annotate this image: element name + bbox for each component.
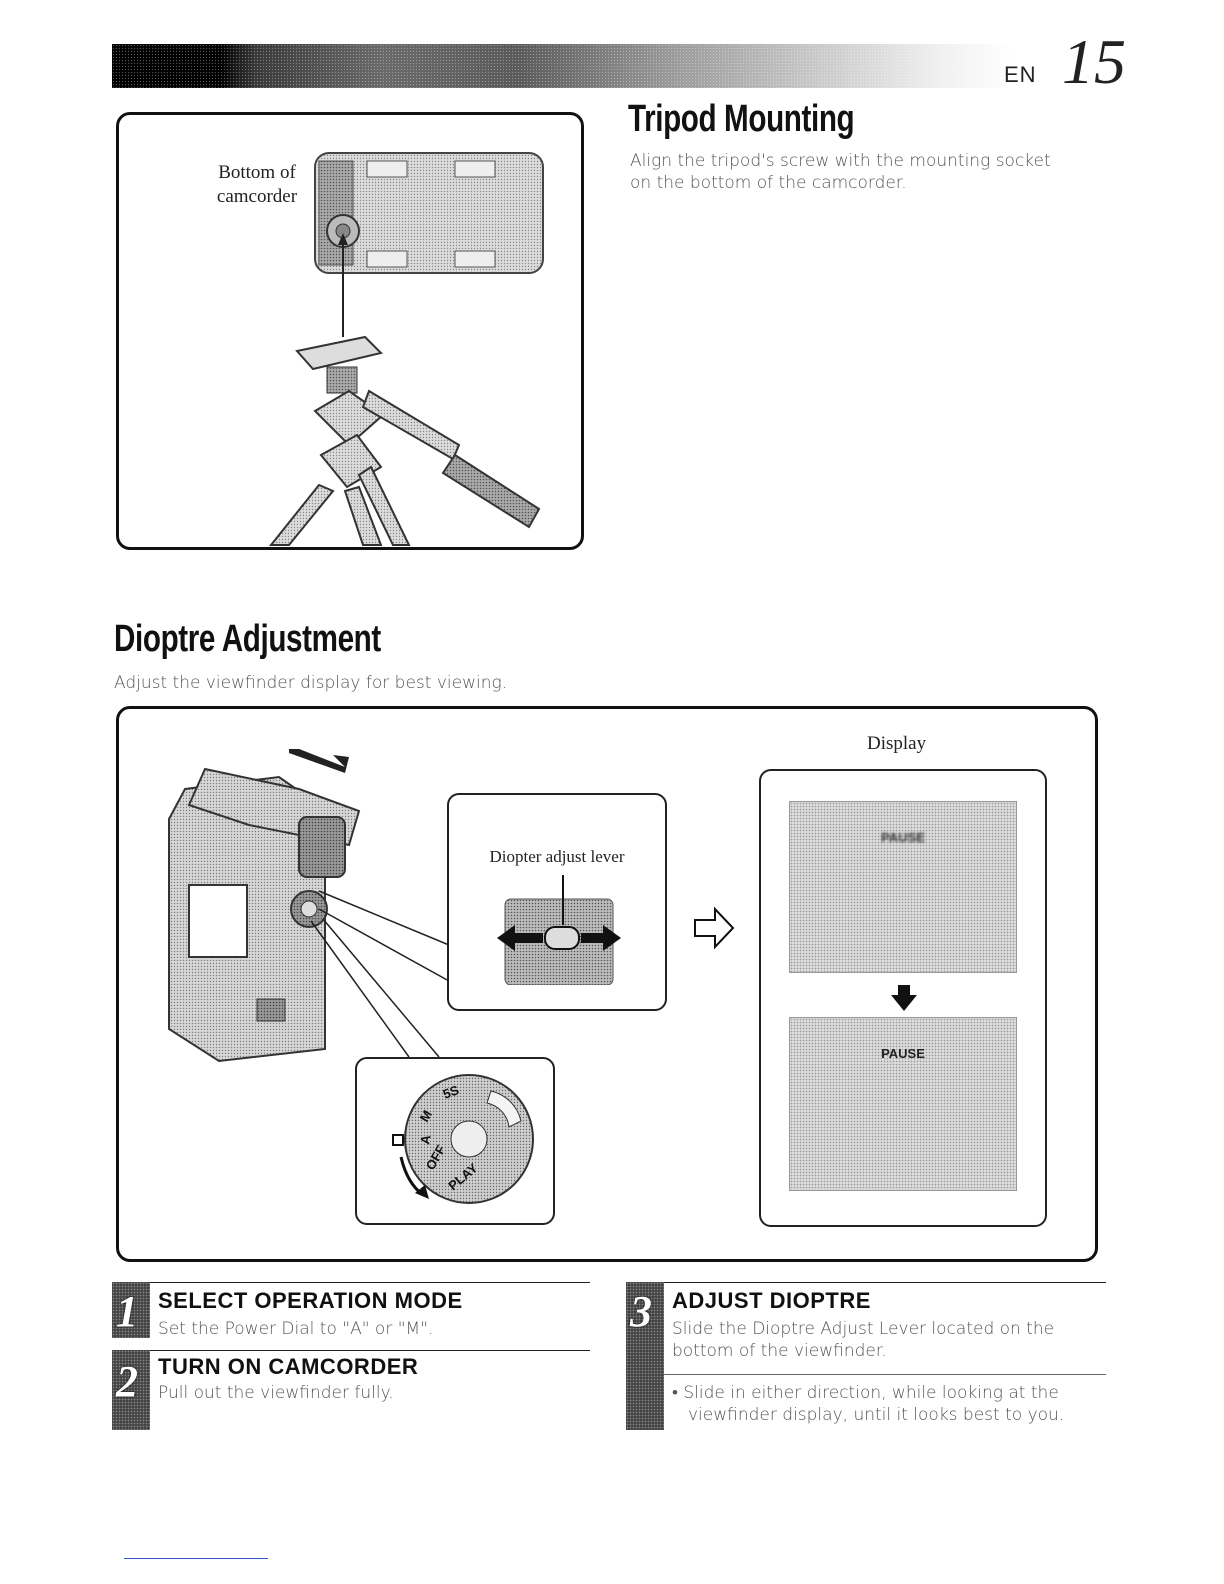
- lever-callout-box: Diopter adjust lever: [447, 793, 667, 1011]
- dioptre-title: Dioptre Adjustment: [114, 618, 381, 660]
- tripod-title: Tripod Mounting: [628, 98, 855, 140]
- display-screen-sharp: PAUSE: [789, 1017, 1017, 1191]
- step-3-title: ADJUST DIOPTRE: [672, 1288, 871, 1313]
- dial-label-5s: 5S: [441, 1082, 461, 1102]
- dial-label-a: A: [417, 1133, 434, 1145]
- figure-label-line-2: camcorder: [216, 186, 298, 207]
- step-2-text: Pull out the viewfinder fully.: [158, 1383, 394, 1403]
- display-screen-blurry: PAUSE: [789, 801, 1017, 973]
- step-3-note: • Slide in either direction, while looki…: [672, 1382, 1112, 1426]
- step-3-text: Slide the Dioptre Adjust Lever located o…: [672, 1318, 1112, 1362]
- step-1-rule: [150, 1282, 590, 1283]
- step-3-rule: [664, 1282, 1106, 1283]
- footer-line: [124, 1558, 268, 1559]
- display-box: PAUSE PAUSE: [759, 769, 1047, 1227]
- dial-callout-box: M A OFF PLAY 5S: [355, 1057, 555, 1225]
- tripod-body-line-2: on the bottom of the camcorder.: [630, 173, 907, 193]
- tripod-body: Align the tripod's screw with the mounti…: [630, 150, 1110, 194]
- figure-label: Bottom of camcorder: [203, 161, 311, 209]
- power-dial-illustration: M A OFF PLAY 5S: [392, 1074, 534, 1204]
- step-3-text-line-2: bottom of the viewfinder.: [672, 1341, 887, 1361]
- figure-label-line-1: Bottom of: [218, 162, 296, 183]
- step-1-badge: [112, 1282, 150, 1338]
- step-3-badge: [626, 1282, 664, 1430]
- lever-label: Diopter adjust lever: [489, 847, 625, 866]
- header-bar: [112, 44, 1012, 88]
- callout-lines: [310, 890, 450, 1058]
- pause-text-sharp: PAUSE: [881, 1046, 925, 1061]
- page-number: 15: [1062, 26, 1126, 97]
- step-1-text: Set the Power Dial to "A" or "M".: [158, 1319, 434, 1339]
- step-2-number: 2: [116, 1357, 138, 1406]
- tripod-figure-panel: Bottom of camcorder: [116, 112, 584, 550]
- step-3-note-rule: [664, 1374, 1106, 1375]
- tripod-illustration: [268, 152, 544, 546]
- step-2-badge: [112, 1350, 150, 1430]
- tripod-body-line-1: Align the tripod's screw with the mounti…: [630, 151, 1051, 171]
- step-3-note-line-1: • Slide in either direction, while looki…: [672, 1382, 1112, 1404]
- step-1-title: SELECT OPERATION MODE: [158, 1288, 463, 1313]
- step-2-rule: [150, 1350, 590, 1351]
- dioptre-figure-panel: Diopter adjust lever M A OFF PLAY 5S: [116, 706, 1098, 1262]
- step-2-title: TURN ON CAMCORDER: [158, 1354, 419, 1379]
- bullet-icon: •: [672, 1383, 684, 1403]
- pause-text-blurry: PAUSE: [881, 830, 925, 845]
- dioptre-body: Adjust the viewfinder display for best v…: [114, 673, 508, 693]
- arrow-down-icon: [891, 985, 917, 1011]
- header-bar-texture: [112, 44, 1012, 88]
- camcorder-illustration: [168, 749, 361, 1063]
- step-3-number: 3: [630, 1287, 652, 1336]
- step-3-text-line-1: Slide the Dioptre Adjust Lever located o…: [672, 1319, 1055, 1339]
- arrow-right-icon: [694, 906, 735, 950]
- step-1-number: 1: [116, 1287, 138, 1336]
- step-3-note-text-1: Slide in either direction, while looking…: [683, 1383, 1059, 1403]
- step-3-note-line-2: viewfinder display, until it looks best …: [688, 1405, 1065, 1425]
- display-label: Display: [867, 733, 927, 754]
- language-label: EN: [1004, 62, 1037, 87]
- lever-illustration: [497, 875, 621, 985]
